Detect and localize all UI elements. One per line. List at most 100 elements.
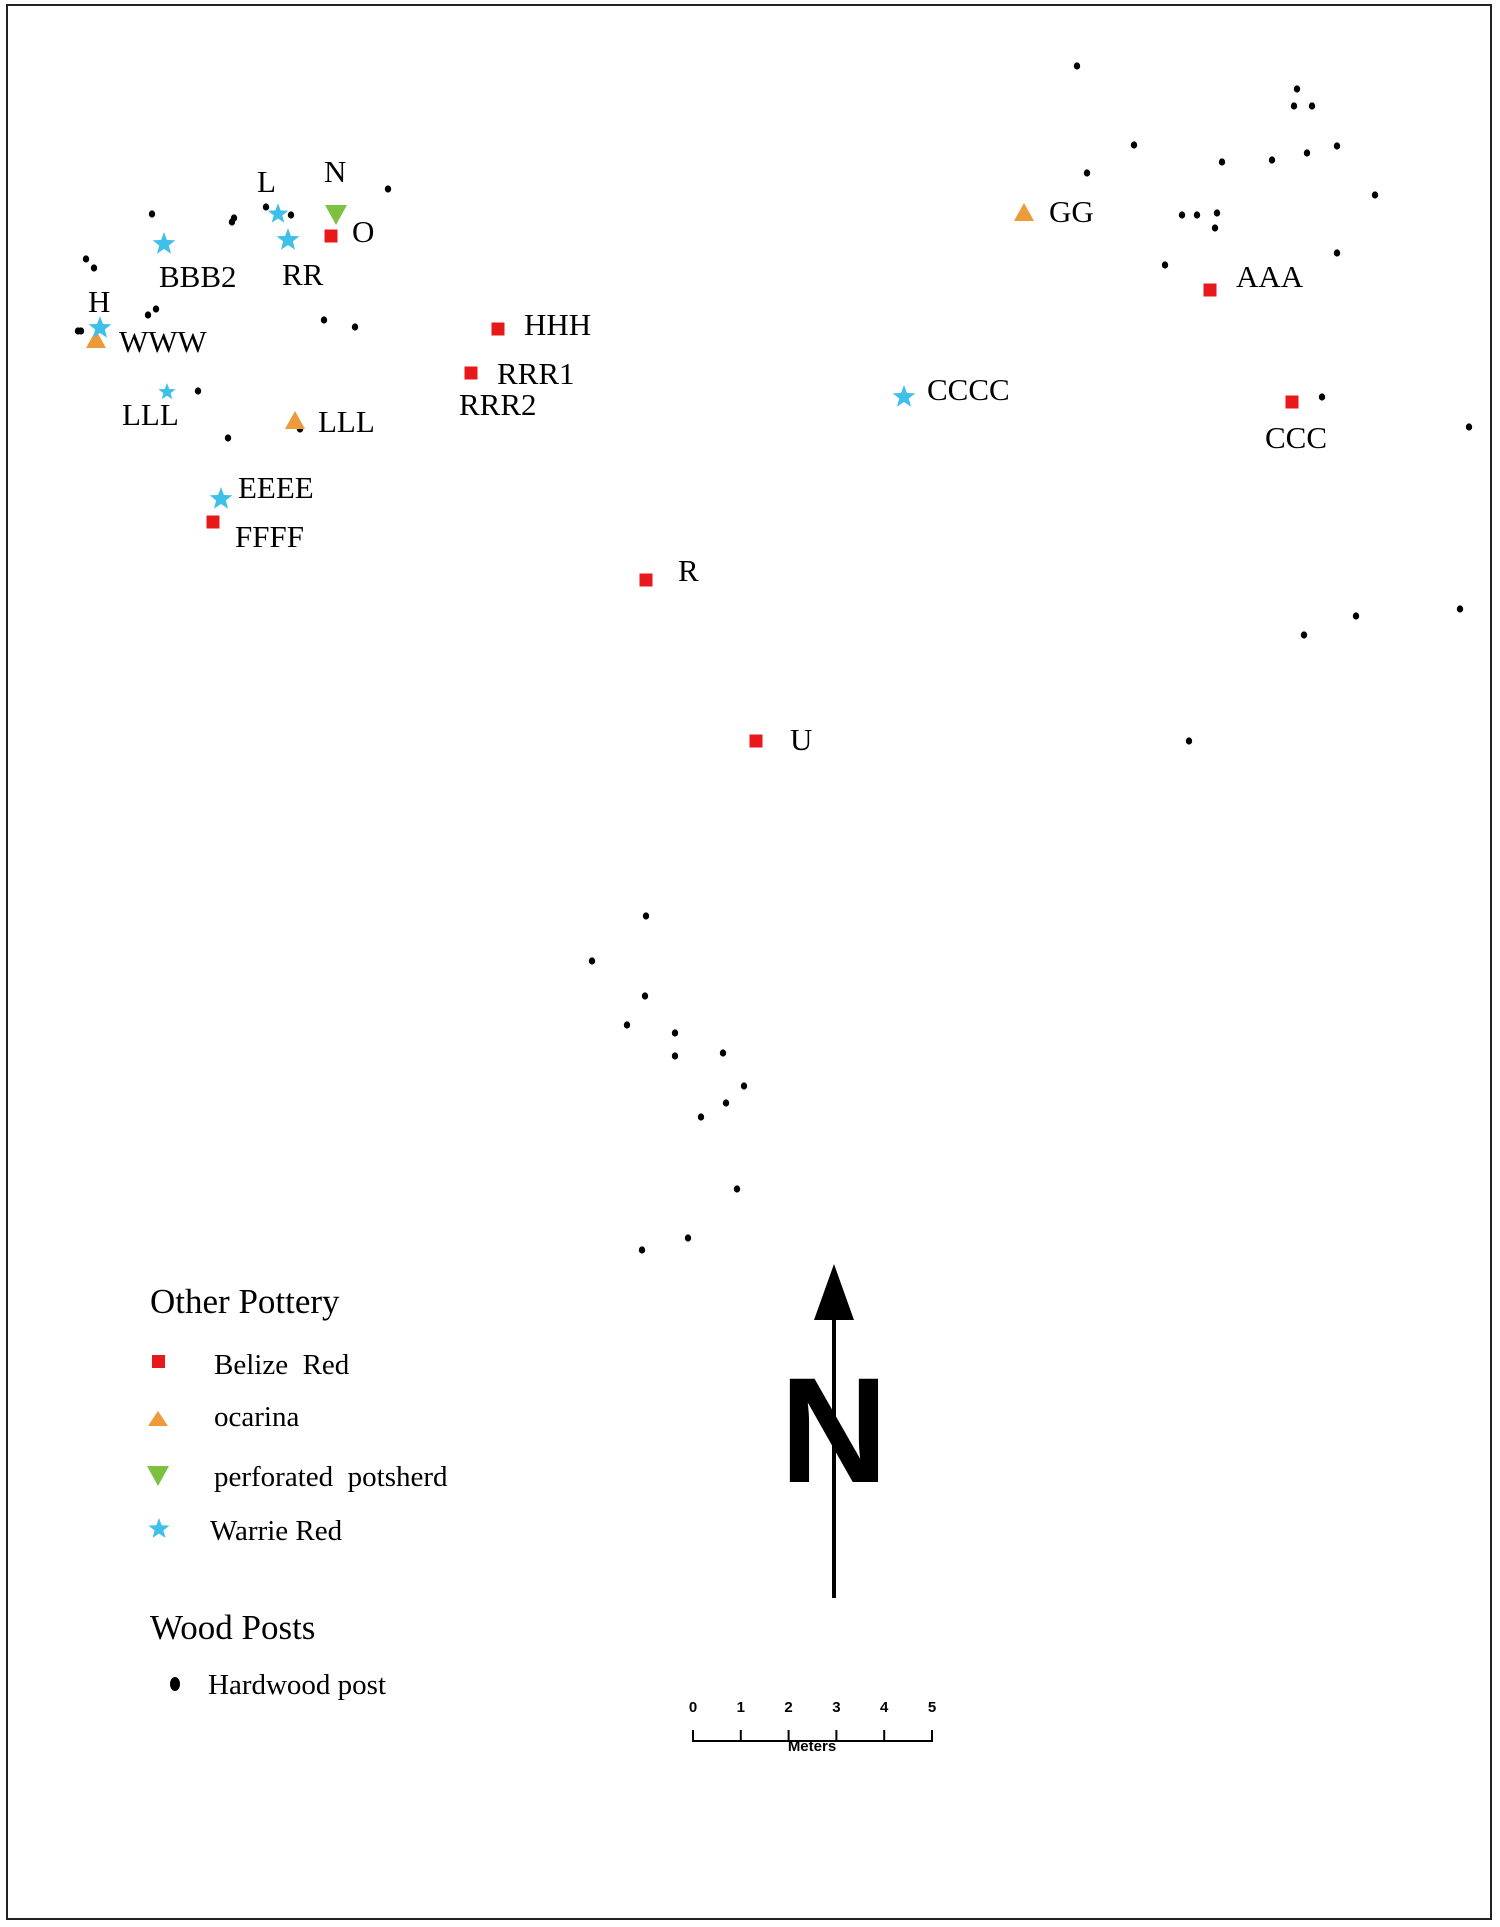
feature-label: BBB2 (159, 259, 237, 294)
hardwood-post-dot (262, 203, 270, 211)
feature-label: R (678, 553, 699, 588)
ocarina-marker (86, 330, 106, 348)
hardwood-post-dot (1211, 224, 1219, 232)
feature-label: EEEE (238, 470, 314, 505)
hardwood-post-dot (1083, 169, 1091, 177)
hardwood-post-dot (684, 1234, 692, 1242)
hardwood-post-dot (90, 264, 98, 272)
hardwood-post-dot (1178, 211, 1186, 219)
hardwood-post-dot (719, 1049, 727, 1057)
hardwood-post-dot (384, 185, 392, 193)
ocarina-marker (285, 411, 305, 429)
hardwood-post-dot (740, 1082, 748, 1090)
legend-title-posts: Wood Posts (150, 1608, 315, 1647)
hardwood-post-dot (1268, 156, 1276, 164)
hardwood-post-dot (1185, 737, 1193, 745)
belize-red-marker (1203, 283, 1217, 297)
legend: Other Pottery Belize Red ocarina perfora… (147, 1282, 448, 1701)
legend-label-hardwood: Hardwood post (208, 1669, 386, 1701)
hardwood-post-dot (287, 211, 295, 219)
scale-tick-label: 3 (832, 1699, 840, 1716)
warrie-red-marker (276, 228, 300, 250)
feature-label: LLL (122, 397, 179, 432)
hardwood-post-dot (1073, 62, 1081, 70)
hardwood-post-dot (224, 434, 232, 442)
hardwood-post-dot (722, 1099, 730, 1107)
feature-label: GG (1049, 194, 1094, 229)
scale-tick-label: 1 (737, 1699, 745, 1716)
belize-red-marker (491, 322, 505, 336)
belize-red-marker (206, 515, 220, 529)
hardwood-post-dot (1318, 393, 1326, 401)
hardwood-post-dot (1161, 261, 1169, 269)
legend-triangle-down-icon (147, 1466, 169, 1486)
hardwood-post-dot (1456, 605, 1464, 613)
feature-label: FFFF (235, 519, 304, 554)
north-arrow-head-icon (814, 1264, 854, 1320)
legend-title-pottery: Other Pottery (150, 1282, 340, 1321)
hardwood-post-dot (1308, 102, 1316, 110)
feature-label: U (790, 722, 812, 757)
hardwood-post-dot (1303, 149, 1311, 157)
feature-label: CCCC (927, 372, 1010, 407)
feature-label: RRR1 (497, 356, 575, 391)
hardwood-posts-layer (74, 62, 1473, 1254)
feature-label: RR (282, 257, 324, 292)
hardwood-post-dot (1213, 209, 1221, 217)
feature-label: AAA (1236, 259, 1304, 294)
hardwood-post-dot (1218, 158, 1226, 166)
warrie-red-marker (152, 232, 176, 254)
hardwood-post-dot (1300, 631, 1308, 639)
ocarina-marker (1014, 203, 1034, 221)
legend-label-belize: Belize Red (214, 1349, 350, 1381)
hardwood-post-dot (74, 327, 82, 335)
hardwood-post-dot (623, 1021, 631, 1029)
hardwood-post-dot (351, 323, 359, 331)
hardwood-post-dot (1193, 211, 1201, 219)
belize-red-marker (749, 734, 763, 748)
hardwood-post-dot (152, 305, 160, 313)
hardwood-post-dot (1371, 191, 1379, 199)
hardwood-post-dot (228, 218, 236, 226)
hardwood-post-dot (320, 316, 328, 324)
legend-square-icon (152, 1355, 165, 1368)
scale-bar-unit: Meters (788, 1738, 836, 1755)
north-arrow-letter: N (780, 1346, 888, 1514)
hardwood-post-dot (1290, 102, 1298, 110)
hardwood-post-dot (671, 1052, 679, 1060)
feature-label: O (352, 214, 374, 249)
hardwood-post-dot (82, 255, 90, 263)
scale-bar-ticks: 0 1 2 3 4 5 (689, 1699, 936, 1742)
hardwood-post-dot (1352, 612, 1360, 620)
feature-label: RRR2 (459, 387, 537, 422)
hardwood-post-dot (588, 957, 596, 965)
legend-label-warrie: Warrie Red (210, 1515, 343, 1547)
warrie-red-marker (209, 487, 233, 509)
belize-red-marker (639, 573, 653, 587)
legend-star-icon (148, 1518, 170, 1538)
hardwood-post-dot (733, 1185, 741, 1193)
scale-tick-label: 4 (880, 1699, 889, 1716)
feature-label: N (324, 154, 346, 189)
warrie-red-marker (88, 316, 112, 338)
hardwood-post-dot (642, 912, 650, 920)
scale-tick-label: 5 (928, 1699, 936, 1716)
belize-red-marker (464, 366, 478, 380)
feature-label: HHH (524, 307, 591, 342)
warrie-red-marker (158, 383, 176, 400)
legend-dot-icon (170, 1677, 180, 1691)
hardwood-post-dot (641, 992, 649, 1000)
scale-tick-label: 0 (689, 1699, 697, 1716)
feature-label: CCC (1265, 420, 1327, 455)
feature-label: L (257, 164, 276, 199)
hardwood-post-dot (697, 1113, 705, 1121)
scale-tick-label: 2 (784, 1699, 792, 1716)
hardwood-post-dot (638, 1246, 646, 1254)
feature-label: H (88, 284, 110, 319)
hardwood-post-dot (1293, 85, 1301, 93)
warrie-red-marker (892, 385, 916, 407)
hardwood-post-dot (148, 210, 156, 218)
